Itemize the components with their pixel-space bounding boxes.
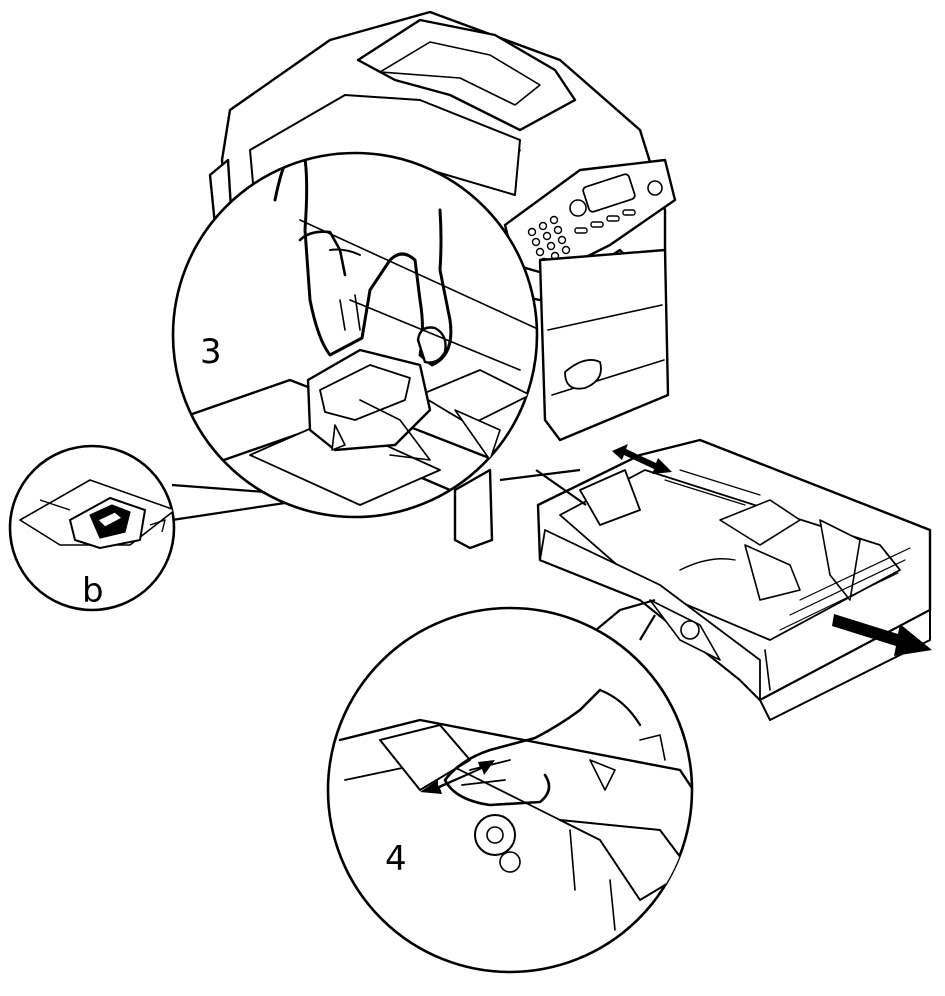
callout-label-b: b <box>82 571 104 611</box>
tray-pull-arrow <box>832 614 932 656</box>
guide-slide-arrow <box>612 444 672 474</box>
guide-slide-arrow-detail <box>420 760 495 794</box>
detail-circle-3: 3 <box>171 151 539 519</box>
callout-label-3: 3 <box>200 332 222 372</box>
callout-label-4: 4 <box>385 839 407 879</box>
detail-circle-4: 4 <box>326 606 694 974</box>
detail-circle-b: b <box>8 444 176 612</box>
